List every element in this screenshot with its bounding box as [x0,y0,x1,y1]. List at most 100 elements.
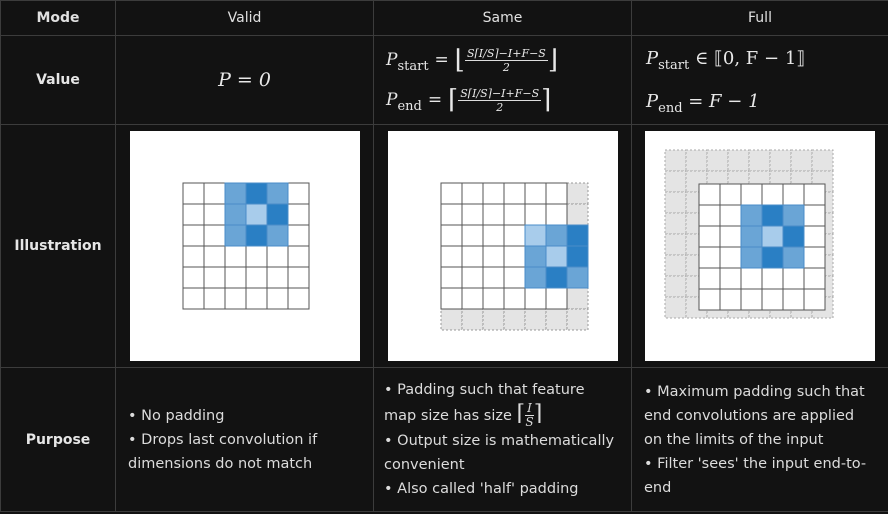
full-input-cell [698,246,721,269]
same-start-denominator: 2 [502,60,510,74]
full-padding-cell [748,149,771,172]
same-input-cell [461,182,483,205]
same-input-cell [524,182,546,205]
full-input-cell [740,288,763,311]
valid-filter-cell [245,224,267,247]
full-filter-cell [782,246,805,269]
same-input-cell [524,287,546,310]
valid-input-cell [266,287,288,310]
full-filter-cell [740,204,763,227]
same-padding-cell [566,308,588,331]
valid-filter-cell [266,182,288,205]
full-input-cell [761,267,784,290]
same-input-cell [545,287,567,310]
full-padding-cell [727,149,750,172]
valid-filter-cell [245,182,267,205]
full-input-cell [719,204,742,227]
same-input-cell [461,203,483,226]
valid-input-cell [182,266,204,289]
full-input-cell [782,183,805,206]
full-padding-cell [685,149,708,172]
full-padding-cell [664,149,687,172]
same-input-cell [482,266,504,289]
valid-input-cell [203,182,225,205]
same-filter-cell [566,224,588,247]
same-filter-cell [524,224,546,247]
full-input-cell [719,246,742,269]
full-grid-diagram [664,149,834,319]
full-padding-cell [664,170,687,193]
same-input-cell [503,266,525,289]
full-input-cell [698,225,721,248]
valid-input-cell [245,245,267,268]
same-filter-cell [545,266,567,289]
same-purpose-line-3: • Also called 'half' padding [384,481,579,498]
full-end-rhs: = F − 1 [688,91,760,112]
same-input-cell [482,224,504,247]
full-padding-cell [664,254,687,277]
same-input-cell [440,182,462,205]
full-value-cell: Pstart ∈ ⟦0, F − 1⟧ Pend = F − 1 [631,35,888,125]
full-purpose: • Maximum padding such that end convolut… [631,367,888,512]
valid-input-cell [182,287,204,310]
same-input-cell [482,203,504,226]
full-padding-cell [664,233,687,256]
same-filter-cell [545,245,567,268]
purpose-row-label: Purpose [0,367,116,512]
same-padding-cell [566,203,588,226]
same-filter-cell [545,224,567,247]
illustration-row: Illustration [0,124,888,368]
full-input-cell [782,288,805,311]
same-input-cell [440,245,462,268]
same-padding-cell [503,308,525,331]
full-input-cell [803,225,826,248]
valid-filter-cell [224,182,246,205]
valid-input-cell [182,245,204,268]
full-input-cell [698,288,721,311]
same-input-cell [545,182,567,205]
full-padding-cell [664,212,687,235]
same-illustration [387,131,618,361]
full-input-cell [803,288,826,311]
same-padding-cell [524,308,546,331]
full-input-cell [761,288,784,311]
full-illustration [645,131,875,361]
valid-value-formula: P = 0 [218,69,271,91]
valid-input-cell [287,287,309,310]
full-input-cell [782,267,805,290]
full-input-cell [698,183,721,206]
same-start-numerator: S⌈I/S⌉−I+F−S [464,46,548,61]
same-padding-cell [482,308,504,331]
full-start-subscript: start [658,58,690,73]
full-header: Full [631,0,888,36]
same-grid-diagram [440,182,588,331]
value-row-label: Value [0,35,116,125]
valid-filter-cell [224,224,246,247]
same-input-cell [503,287,525,310]
illustration-row-label: Illustration [0,124,116,368]
same-input-cell [503,203,525,226]
same-padding-cell [545,308,567,331]
same-end-numerator: S⌈I/S⌉−I+F−S [458,86,542,101]
same-end-denominator: 2 [496,100,504,114]
same-padding-cell [461,308,483,331]
valid-grid-diagram [182,182,309,310]
valid-input-cell [245,287,267,310]
valid-purpose-line-2: • Drops last convolution if dimensions d… [128,431,318,472]
same-padding-cell [566,287,588,310]
valid-input-cell [224,287,246,310]
valid-input-cell [287,266,309,289]
full-input-cell [803,204,826,227]
full-input-cell [761,183,784,206]
full-input-cell [698,267,721,290]
full-input-cell [719,267,742,290]
full-padding-cell [664,275,687,298]
same-input-cell [482,182,504,205]
same-input-cell [503,224,525,247]
full-padding-cell [790,149,813,172]
full-input-cell [698,204,721,227]
same-input-cell [461,287,483,310]
same-input-cell [524,203,546,226]
valid-input-cell [266,245,288,268]
